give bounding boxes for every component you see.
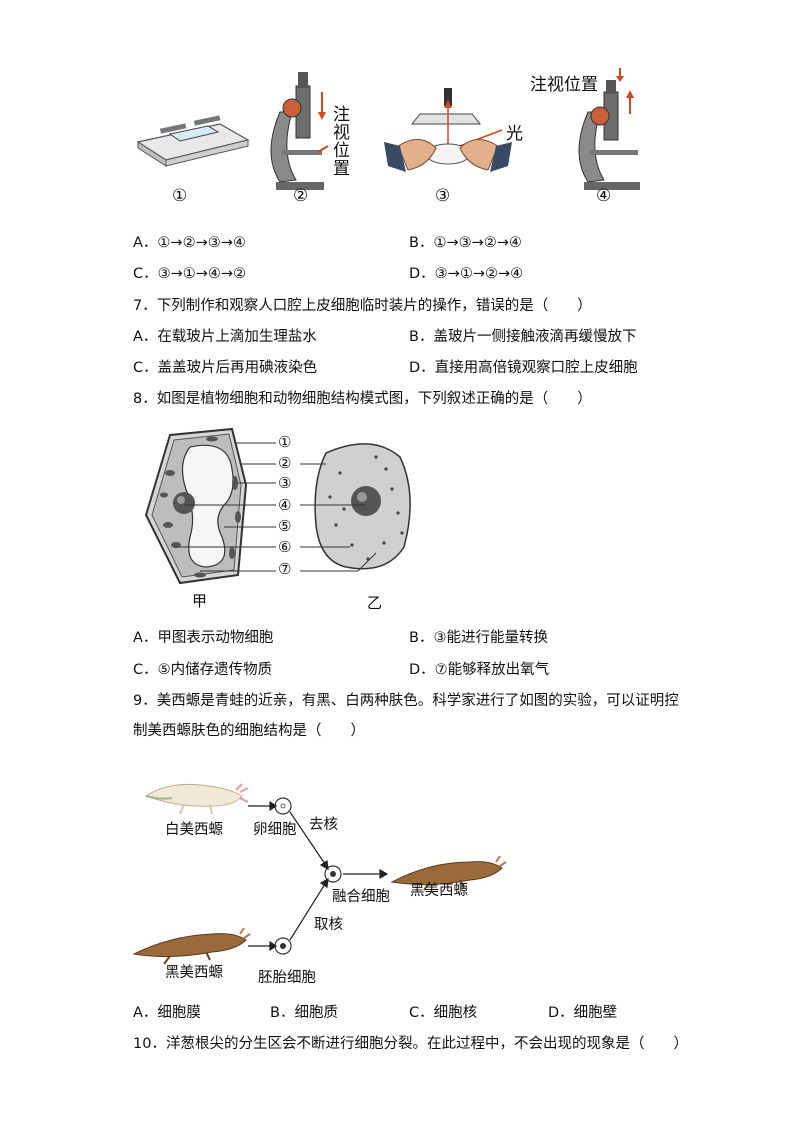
q9-nuclear-transfer-diagram	[130, 770, 510, 970]
animal-cell-illustration	[314, 443, 411, 570]
q7-option-d[interactable]: D．直接用高倍镜观察口腔上皮细胞	[409, 360, 638, 376]
cell-label-3: ③	[278, 474, 292, 492]
figure-caption-4: ④	[596, 186, 612, 206]
plant-cell-illustration	[144, 427, 248, 585]
black-axolotl-illustration	[132, 927, 251, 965]
q9-option-c[interactable]: C．细胞核	[409, 1005, 478, 1021]
q7-option-a[interactable]: A．在载玻片上滴加生理盐水	[133, 329, 317, 345]
fused-cell-label: 融合细胞	[332, 889, 390, 905]
q7-stem: 7．下列制作和观察人口腔上皮细胞临时装片的操作，错误的是（ ）	[133, 298, 592, 314]
flow-arrows	[248, 800, 389, 952]
q8-stem: 8．如图是植物细胞和动物细胞结构模式图，下列叙述正确的是（ ）	[133, 391, 592, 407]
gaze-position-vertical-label: 注视位置	[333, 105, 350, 179]
q6-option-d[interactable]: D．③→①→②→④	[409, 266, 524, 282]
embryo-cell-label: 胚胎细胞	[258, 970, 316, 986]
q8-option-a[interactable]: A．甲图表示动物细胞	[133, 630, 274, 646]
q8-option-c[interactable]: C．⑤内储存遗传物质	[133, 662, 273, 678]
cell-label-6: ⑥	[278, 538, 292, 556]
light-label: 光	[506, 124, 523, 144]
figure-caption-3: ③	[435, 186, 451, 206]
cell-label-1: ①	[278, 433, 292, 451]
black-axolotl-label: 黑美西螈	[165, 965, 223, 981]
q8-option-b[interactable]: B．③能进行能量转换	[409, 630, 548, 646]
q9-option-b[interactable]: B．细胞质	[270, 1005, 338, 1021]
q9-stem-line1: 9．美西螈是青蛙的近亲，有黑、白两种肤色。科学家进行了如图的实验，可以证明控	[133, 693, 679, 709]
panel4-microscope-raising-illustration	[578, 68, 640, 190]
panel1-stage-slide-illustration	[136, 115, 250, 167]
q6-option-c[interactable]: C．③→①→④→②	[133, 266, 247, 282]
egg-cell-icon	[274, 797, 292, 815]
animal-cell-caption: 乙	[367, 594, 383, 612]
black-offspring-label: 黑美西螈	[410, 883, 468, 899]
panel2-microscope-lowering-illustration	[270, 72, 329, 190]
q9-stem-line2: 制美西螈肤色的细胞结构是（ ）	[133, 723, 365, 739]
plant-cell-caption: 甲	[192, 592, 208, 610]
q8-option-d[interactable]: D．⑦能够释放出氧气	[409, 662, 550, 678]
q9-option-d[interactable]: D．细胞壁	[548, 1005, 618, 1021]
label-pointer-lines	[174, 442, 377, 572]
black-axolotl-offspring-illustration	[390, 855, 507, 891]
q6-option-a[interactable]: A．①→②→③→④	[133, 235, 246, 251]
q10-stem: 10．洋葱根尖的分生区会不断进行细胞分裂。在此过程中，不会出现的现象是（ ）	[133, 1036, 688, 1052]
gaze-position-horizontal-label: 注视位置	[530, 75, 598, 95]
q6-option-b[interactable]: B．①→③→②→④	[409, 235, 522, 251]
figure-caption-1: ①	[172, 186, 188, 206]
q9-option-a[interactable]: A．细胞膜	[133, 1005, 201, 1021]
egg-cell-label: 卵细胞	[253, 822, 297, 838]
q7-option-c[interactable]: C．盖盖玻片后再用碘液染色	[133, 360, 318, 376]
cell-label-5: ⑤	[278, 517, 292, 535]
white-axolotl-label: 白美西螈	[165, 822, 223, 838]
cell-label-7: ⑦	[278, 560, 292, 578]
white-axolotl-illustration	[144, 783, 249, 815]
q7-option-b[interactable]: B．盖玻片一侧接触液滴再缓慢放下	[409, 329, 637, 345]
q6-figure	[130, 62, 650, 222]
q8-cell-diagram	[140, 425, 430, 590]
remove-nucleus-label: 去核	[309, 817, 338, 833]
panel3-mirror-light-illustration	[384, 88, 512, 172]
figure-caption-2: ②	[293, 186, 309, 206]
microscope-steps-illustration	[136, 68, 640, 190]
cell-label-2: ②	[278, 454, 292, 472]
cell-label-4: ④	[278, 496, 292, 514]
take-nucleus-label: 取核	[314, 917, 343, 933]
